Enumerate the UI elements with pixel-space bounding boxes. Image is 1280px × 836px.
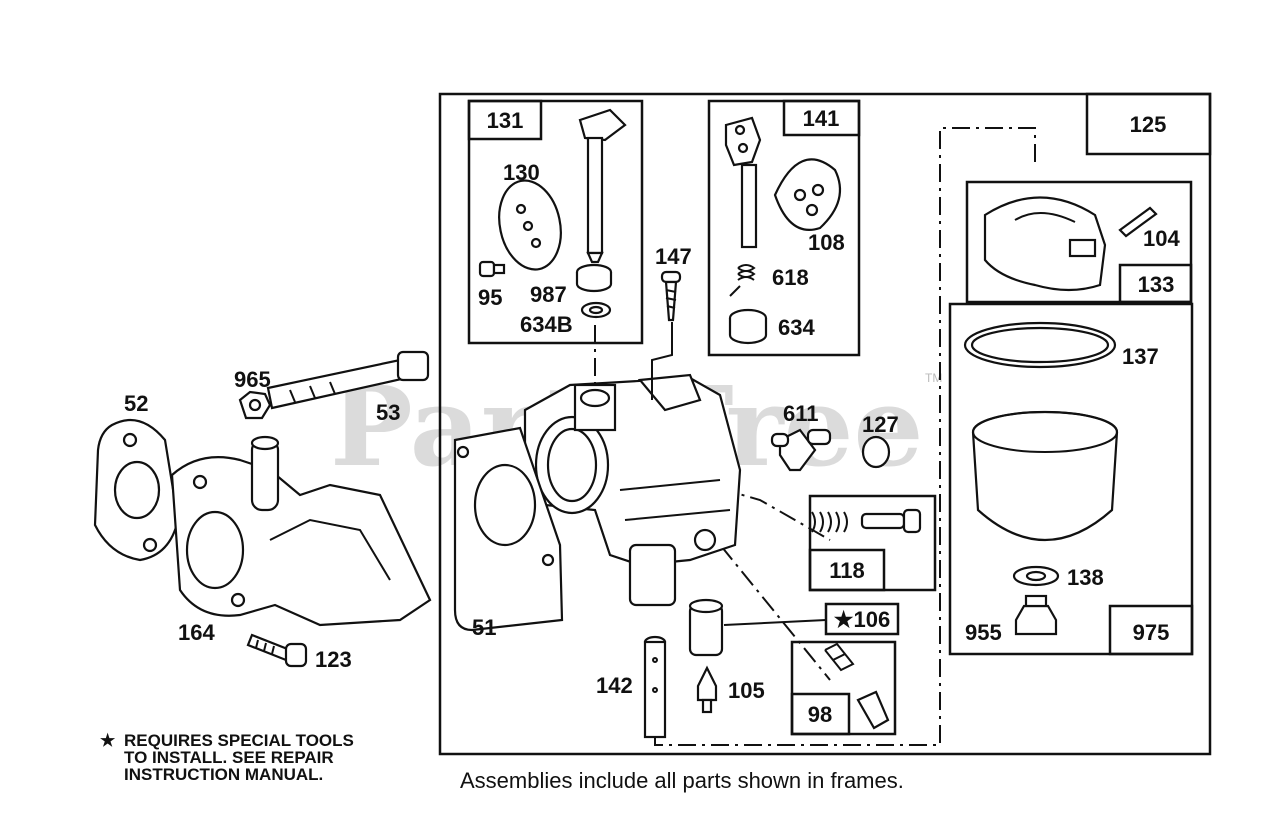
fuel-fitting-611	[770, 428, 832, 472]
seal-634B	[580, 301, 612, 319]
frame-133-label: 133	[1138, 272, 1175, 297]
label-618: 618	[772, 265, 809, 290]
special-tools-note: ★ REQUIRES SPECIAL TOOLS TO INSTALL. SEE…	[100, 732, 430, 783]
carburetor-gasket-51	[453, 426, 564, 632]
nut-965	[238, 390, 272, 420]
label-965: 965	[234, 367, 271, 392]
label-147: 147	[655, 244, 692, 269]
screw-123	[246, 633, 308, 668]
idle-screw-147	[660, 270, 682, 322]
spring-618	[729, 264, 756, 297]
leader-106	[723, 619, 827, 626]
diagram-caption: Assemblies include all parts shown in fr…	[460, 768, 904, 793]
frame-975[interactable]	[948, 302, 1194, 656]
throttle-plate	[498, 179, 562, 271]
bowl-gasket-137	[963, 321, 1117, 369]
float-bowl	[971, 410, 1119, 541]
label-105: 105	[728, 678, 765, 703]
label-142: 142	[596, 673, 633, 698]
emulsion-tube-142	[643, 635, 667, 739]
frame-125-label: 125	[1130, 112, 1167, 137]
mixture-screw-118	[811, 508, 922, 534]
frame-118-tag	[808, 548, 886, 592]
frame-131-tag	[467, 99, 543, 141]
label-52: 52	[124, 391, 148, 416]
main-assembly-frame	[438, 92, 1212, 756]
carburetor-body	[523, 373, 742, 607]
label-104: 104	[1143, 226, 1180, 251]
bushing-634	[728, 308, 768, 345]
label-53: 53	[376, 400, 400, 425]
throttle-shaft	[578, 108, 627, 264]
leader-dashdot-125	[654, 127, 1036, 746]
frame-131-label: 131	[487, 108, 524, 133]
frame-133[interactable]	[965, 180, 1193, 304]
label-123: 123	[315, 647, 352, 672]
leader-147	[651, 322, 673, 400]
frame-975-tag	[1108, 604, 1194, 656]
choke-shaft	[724, 116, 762, 249]
label-95: 95	[478, 285, 502, 310]
frame-125[interactable]	[1085, 92, 1212, 156]
special-tools-text: REQUIRES SPECIAL TOOLS TO INSTALL. SEE R…	[124, 731, 354, 784]
choke-plate-108	[773, 158, 842, 231]
frame-131[interactable]	[467, 99, 644, 345]
label-634: 634	[778, 315, 815, 340]
throttle-screw-95	[478, 260, 506, 278]
star-icon: ★	[100, 731, 116, 750]
frame-106-label: ★106	[834, 607, 890, 632]
welch-plug-127	[861, 435, 891, 469]
intake-gasket-52	[93, 418, 180, 562]
label-987: 987	[530, 282, 567, 307]
label-634B: 634B	[520, 312, 573, 337]
inlet-needle-105	[696, 665, 718, 714]
intake-manifold-164	[170, 435, 432, 627]
label-127: 127	[862, 412, 899, 437]
frame-98-label: 98	[808, 702, 832, 727]
label-955: 955	[965, 620, 1002, 645]
frame-106[interactable]	[824, 602, 900, 636]
label-137: 137	[1122, 344, 1159, 369]
label-130: 130	[503, 160, 540, 185]
label-138: 138	[1067, 565, 1104, 590]
idle-speed-screw-98	[824, 642, 890, 730]
inlet-seat	[688, 598, 724, 657]
bowl-washer-138	[1012, 565, 1060, 587]
frame-98-tag	[790, 692, 851, 736]
stud-53	[266, 350, 430, 410]
trademark-mark: TM	[925, 371, 942, 385]
frame-133-tag	[1118, 263, 1193, 304]
frame-141-label: 141	[803, 106, 840, 131]
label-164: 164	[178, 620, 215, 645]
bowl-nut-955	[1014, 594, 1058, 636]
bushing-987	[575, 263, 613, 293]
frame-118-label: 118	[829, 558, 865, 583]
frame-141-tag	[782, 99, 861, 137]
float-pin-104	[1118, 206, 1158, 238]
label-611: 611	[783, 401, 819, 426]
frame-975-label: 975	[1133, 620, 1170, 645]
label-51: 51	[472, 615, 496, 640]
float-assembly	[983, 196, 1107, 292]
label-108: 108	[808, 230, 845, 255]
